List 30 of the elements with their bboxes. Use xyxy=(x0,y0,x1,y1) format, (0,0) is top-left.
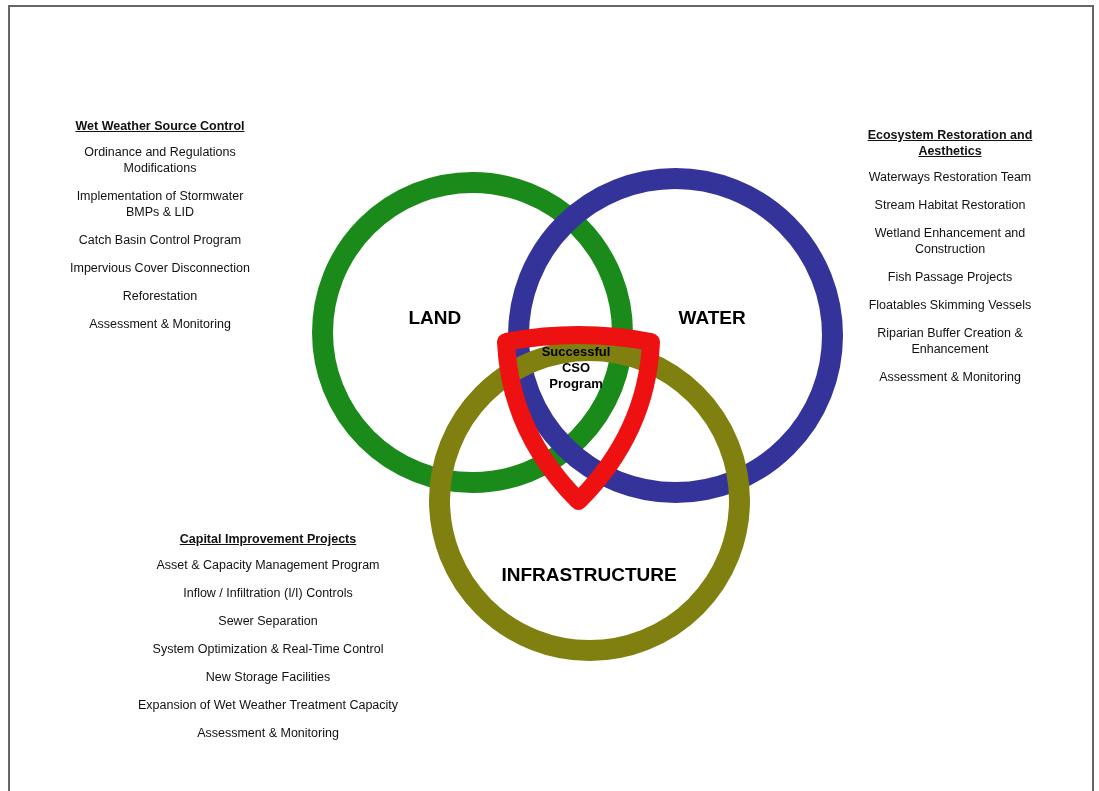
list-item: New Storage Facilities xyxy=(205,669,331,685)
list-item: Sewer Separation xyxy=(218,613,318,629)
list-item: Asset & Capacity Management Program xyxy=(156,557,380,573)
section-heading: Wet Weather Source Control xyxy=(75,118,245,134)
circle-label: INFRASTRUCTURE xyxy=(501,564,677,586)
list-item: Assessment & Monitoring xyxy=(197,725,339,741)
list-item: Riparian Buffer Creation & Enhancement xyxy=(876,325,1024,357)
section-heading: Ecosystem Restoration and Aesthetics xyxy=(866,127,1034,159)
list-item: Assessment & Monitoring xyxy=(879,369,1021,385)
shield-shape xyxy=(497,325,660,510)
list-item: Expansion of Wet Weather Treatment Capacity xyxy=(137,697,399,713)
list-item: Floatables Skimming Vessels xyxy=(868,297,1032,313)
list-item: Impervious Cover Disconnection xyxy=(70,260,250,276)
list-item: Stream Habitat Restoration xyxy=(874,197,1026,213)
list-item: Wetland Enhancement and Construction xyxy=(873,225,1027,257)
list-item: Fish Passage Projects xyxy=(887,269,1013,285)
list-item: Implementation of Stormwater BMPs & LID xyxy=(75,188,245,220)
list-item: Catch Basin Control Program xyxy=(78,232,242,248)
section-heading: Capital Improvement Projects xyxy=(179,531,357,547)
list-item: System Optimization & Real-Time Control xyxy=(152,641,384,657)
circle-label: WATER xyxy=(678,307,746,329)
circle-label: Successful CSO Program xyxy=(540,344,612,392)
list-item: Reforestation xyxy=(122,288,198,304)
list-item: Assessment & Monitoring xyxy=(89,316,231,332)
list-item: Inflow / Infiltration (I/I) Controls xyxy=(183,585,353,601)
circle-label: LAND xyxy=(408,307,462,329)
list-item: Ordinance and Regulations Modifications xyxy=(83,144,237,176)
venn-circle xyxy=(507,167,843,503)
venn-circle xyxy=(311,171,633,493)
list-item: Waterways Restoration Team xyxy=(868,169,1032,185)
